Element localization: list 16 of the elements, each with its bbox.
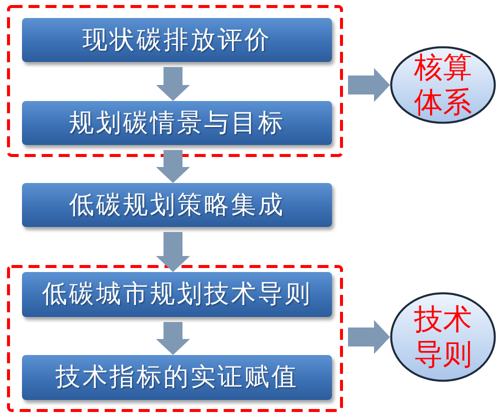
process-box [22,183,332,227]
process-box [22,101,332,145]
dashed-group-frame [7,5,343,157]
step-label: 低碳规划策略集成 [69,190,285,220]
step-label: 低碳城市规划技术导则 [42,280,312,309]
dashed-group-frame [7,265,343,412]
step-label: 现状碳排放评价 [82,26,272,54]
ellipse-label: 核算体系 [413,50,473,120]
process-box [22,272,332,317]
ellipse-label: 技术导则 [413,302,473,372]
ellipse-node [390,46,496,124]
step-label: 规划碳情景与目标 [69,108,285,138]
ellipse-node [390,292,496,382]
step-label: 技术指标的实证赋值 [56,363,298,392]
process-box [22,355,332,400]
process-box [22,18,332,62]
